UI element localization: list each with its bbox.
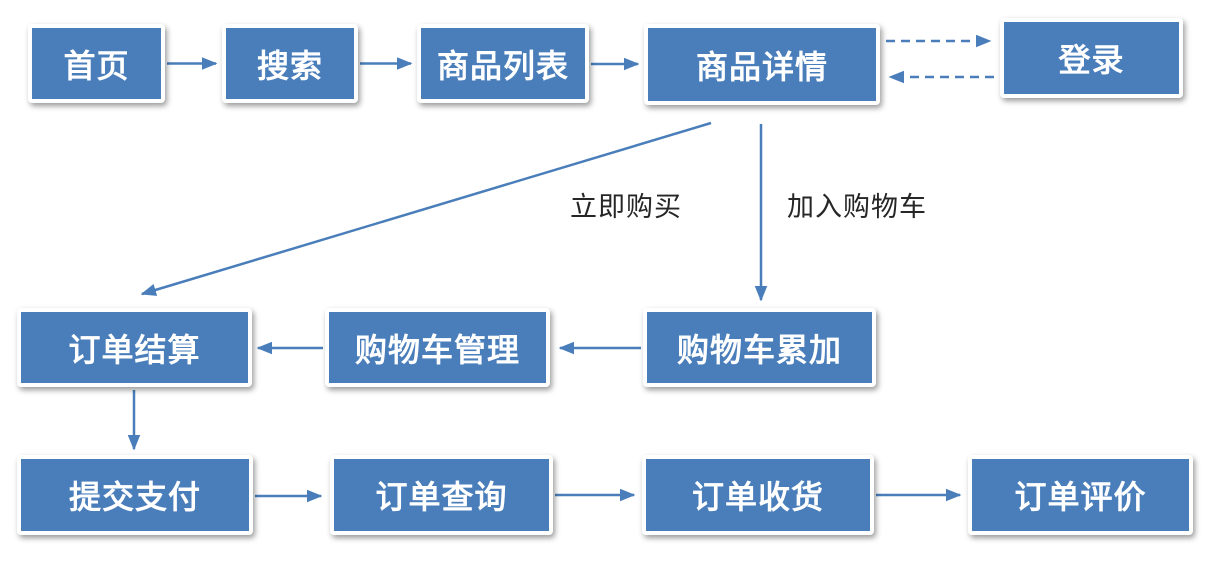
node-order-query: 订单查询 <box>330 455 553 535</box>
edge-label-add-to-cart: 加入购物车 <box>787 192 927 222</box>
edge-label-buy-now: 立即购买 <box>570 192 682 222</box>
node-product-list: 商品列表 <box>417 24 589 103</box>
node-order-receive: 订单收货 <box>642 455 874 535</box>
node-login: 登录 <box>1000 18 1183 98</box>
node-submit-payment: 提交支付 <box>17 455 253 535</box>
node-home: 首页 <box>28 24 165 103</box>
node-cart-accumulation: 购物车累加 <box>643 308 876 387</box>
node-order-review: 订单评价 <box>968 455 1193 535</box>
node-order-settlement: 订单结算 <box>17 308 252 387</box>
node-product-detail: 商品详情 <box>644 24 880 105</box>
node-cart-management: 购物车管理 <box>325 308 550 387</box>
node-search: 搜索 <box>222 24 358 103</box>
